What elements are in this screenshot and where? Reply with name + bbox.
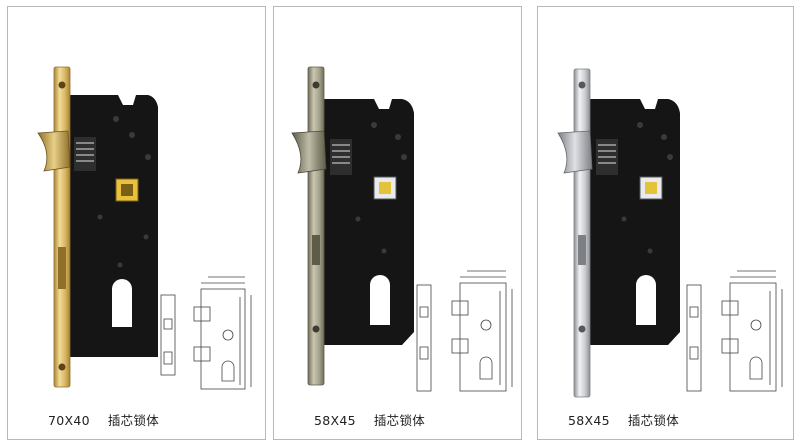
product-panel-3: 58X45 插芯锁体 (537, 6, 794, 440)
product-panel-1: 70X40 插芯锁体 (7, 6, 266, 440)
latch-bolt (37, 130, 71, 172)
product-size-3: 58X45 (568, 413, 610, 428)
screw-icon (113, 116, 119, 122)
product-caption-1: 70X40 插芯锁体 (48, 410, 177, 429)
technical-drawing (416, 270, 513, 392)
faceplate (573, 68, 591, 398)
technical-drawing (686, 270, 783, 392)
product-panel-2: 58X45 插芯锁体 (273, 6, 522, 440)
product-name-1: 插芯锁体 (107, 413, 160, 428)
mortise-lock-image-3 (557, 68, 783, 398)
product-caption-2: 58X45 插芯锁体 (314, 410, 443, 429)
product-caption-3: 58X45 插芯锁体 (568, 410, 697, 429)
mortise-lock-image-1 (37, 66, 252, 390)
cylinder-cutout (112, 279, 132, 327)
technical-drawing (160, 276, 252, 390)
cylinder-cutout (636, 275, 656, 325)
latch-bolt (557, 130, 593, 174)
latch-bolt (291, 130, 327, 174)
product-size-2: 58X45 (314, 413, 356, 428)
product-name-2: 插芯锁体 (373, 413, 426, 428)
mortise-lock-image-2 (291, 66, 513, 392)
cylinder-cutout (370, 275, 390, 325)
faceplate (307, 66, 325, 386)
faceplate (53, 66, 71, 388)
product-size-1: 70X40 (48, 413, 90, 428)
product-name-3: 插芯锁体 (627, 413, 680, 428)
